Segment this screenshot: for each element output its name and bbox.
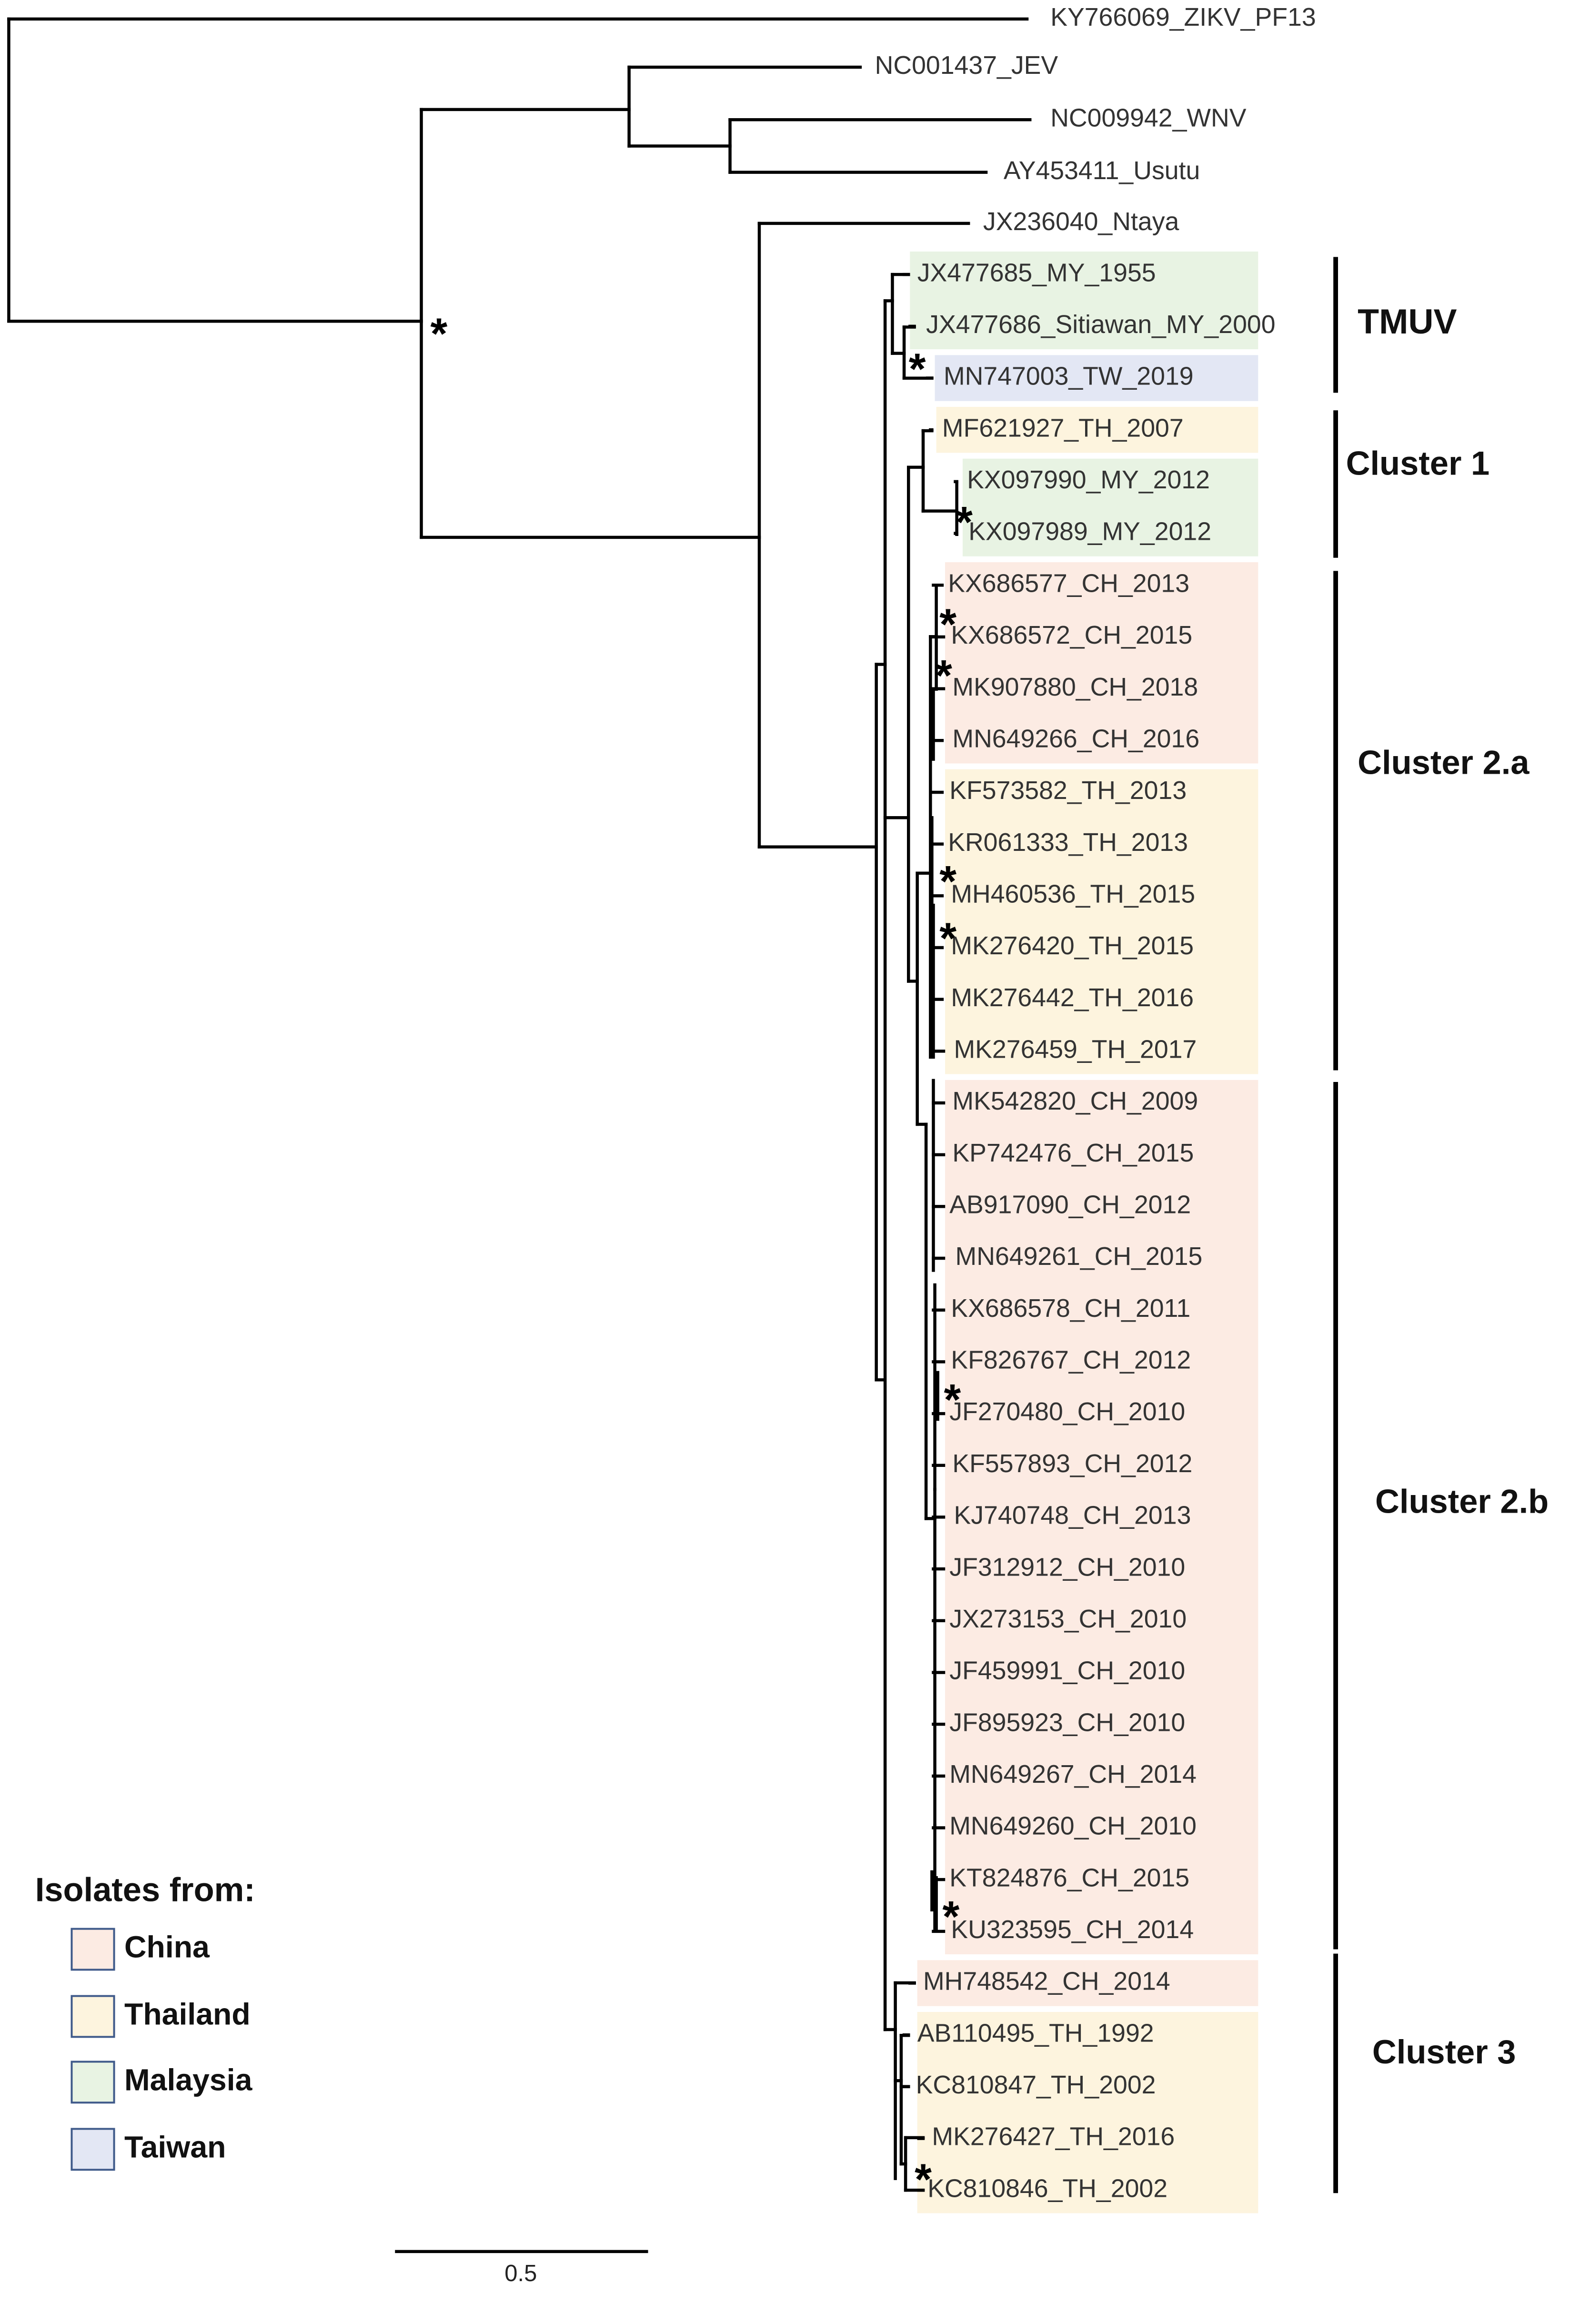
taxon-label: MK276442_TH_2016	[951, 983, 1194, 1012]
taxon-label: KX686578_CH_2011	[951, 1294, 1190, 1323]
outgroup-label-jev: NC001437_JEV	[875, 51, 1058, 80]
support-asterisk: *	[935, 651, 952, 700]
legend-swatch-thailand	[70, 1995, 115, 2038]
taxon-label: KC810847_TH_2002	[916, 2071, 1156, 2099]
outgroup-label-zikv: KY766069_ZIKV_PF13	[1050, 3, 1316, 31]
taxon-label: MK907880_CH_2018	[952, 673, 1198, 701]
legend-swatch-china	[70, 1928, 115, 1971]
highlight-thailand	[936, 407, 1258, 453]
support-asterisk: *	[909, 345, 926, 394]
highlight-thailand	[917, 2011, 1258, 2213]
legend-label-malaysia: Malaysia	[124, 2062, 253, 2097]
cluster-label-cluster3: Cluster 3	[1372, 2033, 1516, 2071]
scale-bar-label: 0.5	[504, 2261, 537, 2286]
taxon-label: MK542820_CH_2009	[952, 1087, 1198, 1115]
taxon-label: KR061333_TH_2013	[948, 828, 1188, 857]
taxon-label: KU323595_CH_2014	[951, 1915, 1194, 1944]
support-asterisk: *	[939, 914, 956, 963]
highlight-taiwan	[935, 355, 1258, 401]
taxon-label: KF557893_CH_2012	[952, 1449, 1192, 1478]
taxon-label: KX686577_CH_2013	[948, 569, 1189, 597]
highlight-china	[917, 1960, 1258, 2006]
legend-swatch-taiwan	[70, 2128, 115, 2171]
support-asterisk: *	[956, 498, 973, 547]
taxon-label: MN649261_CH_2015	[956, 1242, 1203, 1271]
taxon-label: JF895923_CH_2010	[949, 1708, 1185, 1737]
outgroup-label-wnv: NC009942_WNV	[1050, 103, 1247, 132]
taxon-label: KT824876_CH_2015	[949, 1863, 1189, 1892]
taxon-label: KC810846_TH_2002	[927, 2174, 1167, 2203]
taxon-label: MH748542_CH_2014	[923, 1967, 1170, 1996]
outgroup-label-ntaya: JX236040_Ntaya	[983, 207, 1179, 236]
legend-label-taiwan: Taiwan	[124, 2130, 226, 2164]
taxon-label: JX477686_Sitiawan_MY_2000	[926, 310, 1275, 339]
highlight-layer	[910, 251, 1258, 2213]
taxon-label: JF312912_CH_2010	[949, 1553, 1185, 1581]
branch-layer	[7, 17, 1032, 2192]
taxon-label: KF573582_TH_2013	[949, 776, 1187, 805]
support-asterisk: *	[939, 858, 956, 906]
taxon-label: KP742476_CH_2015	[952, 1139, 1194, 1167]
support-asterisk: *	[430, 310, 447, 358]
taxon-label: MN649267_CH_2014	[949, 1760, 1197, 1788]
taxon-label: KJ740748_CH_2013	[954, 1501, 1191, 1530]
highlight-malaysia	[910, 251, 1258, 350]
legend-swatch-malaysia	[70, 2061, 115, 2104]
taxon-label: MH460536_TH_2015	[951, 879, 1195, 908]
taxon-label: MK276420_TH_2015	[951, 931, 1194, 960]
outgroup-label-usutu: AY453411_Usutu	[1004, 156, 1200, 185]
taxon-label: AB110495_TH_1992	[917, 2019, 1154, 2047]
taxon-label: MN747003_TW_2019	[944, 362, 1194, 391]
highlight-malaysia	[962, 458, 1258, 556]
taxon-label: MK276459_TH_2017	[954, 1035, 1197, 1064]
support-asterisk: *	[939, 600, 956, 649]
legend-label-china: China	[124, 1930, 210, 1964]
taxon-label: JX273153_CH_2010	[949, 1605, 1187, 1633]
highlight-china	[945, 1080, 1258, 1955]
legend-title: Isolates from:	[35, 1871, 255, 1909]
taxon-label: MK276427_TH_2016	[932, 2122, 1175, 2151]
taxon-label: KF826767_CH_2012	[951, 1346, 1191, 1374]
taxon-label: KX097989_MY_2012	[968, 517, 1211, 546]
support-asterisk: *	[944, 1376, 961, 1425]
cluster-label-cluster1: Cluster 1	[1346, 444, 1490, 482]
cluster-label-tmuv: TMUV	[1358, 302, 1457, 341]
support-asterisk: *	[942, 1892, 959, 1941]
taxon-label: KX686572_CH_2015	[951, 621, 1192, 649]
taxon-label: MF621927_TH_2007	[942, 414, 1184, 442]
taxon-label: MN649266_CH_2016	[952, 724, 1199, 753]
taxon-label: JF459991_CH_2010	[949, 1657, 1185, 1685]
taxon-label: KX097990_MY_2012	[967, 465, 1210, 494]
support-asterisk: *	[915, 2155, 932, 2204]
taxon-label: JX477685_MY_1955	[917, 258, 1156, 287]
highlight-china	[945, 562, 1258, 764]
taxon-label: JF270480_CH_2010	[949, 1397, 1185, 1426]
taxon-label: MN649260_CH_2010	[949, 1812, 1197, 1840]
legend-label-thailand: Thailand	[124, 1997, 251, 2031]
cluster-label-cluster2b: Cluster 2.b	[1375, 1482, 1549, 1520]
taxon-label: AB917090_CH_2012	[949, 1191, 1191, 1219]
highlight-thailand	[945, 769, 1258, 1074]
cluster-label-cluster2a: Cluster 2.a	[1358, 744, 1530, 781]
